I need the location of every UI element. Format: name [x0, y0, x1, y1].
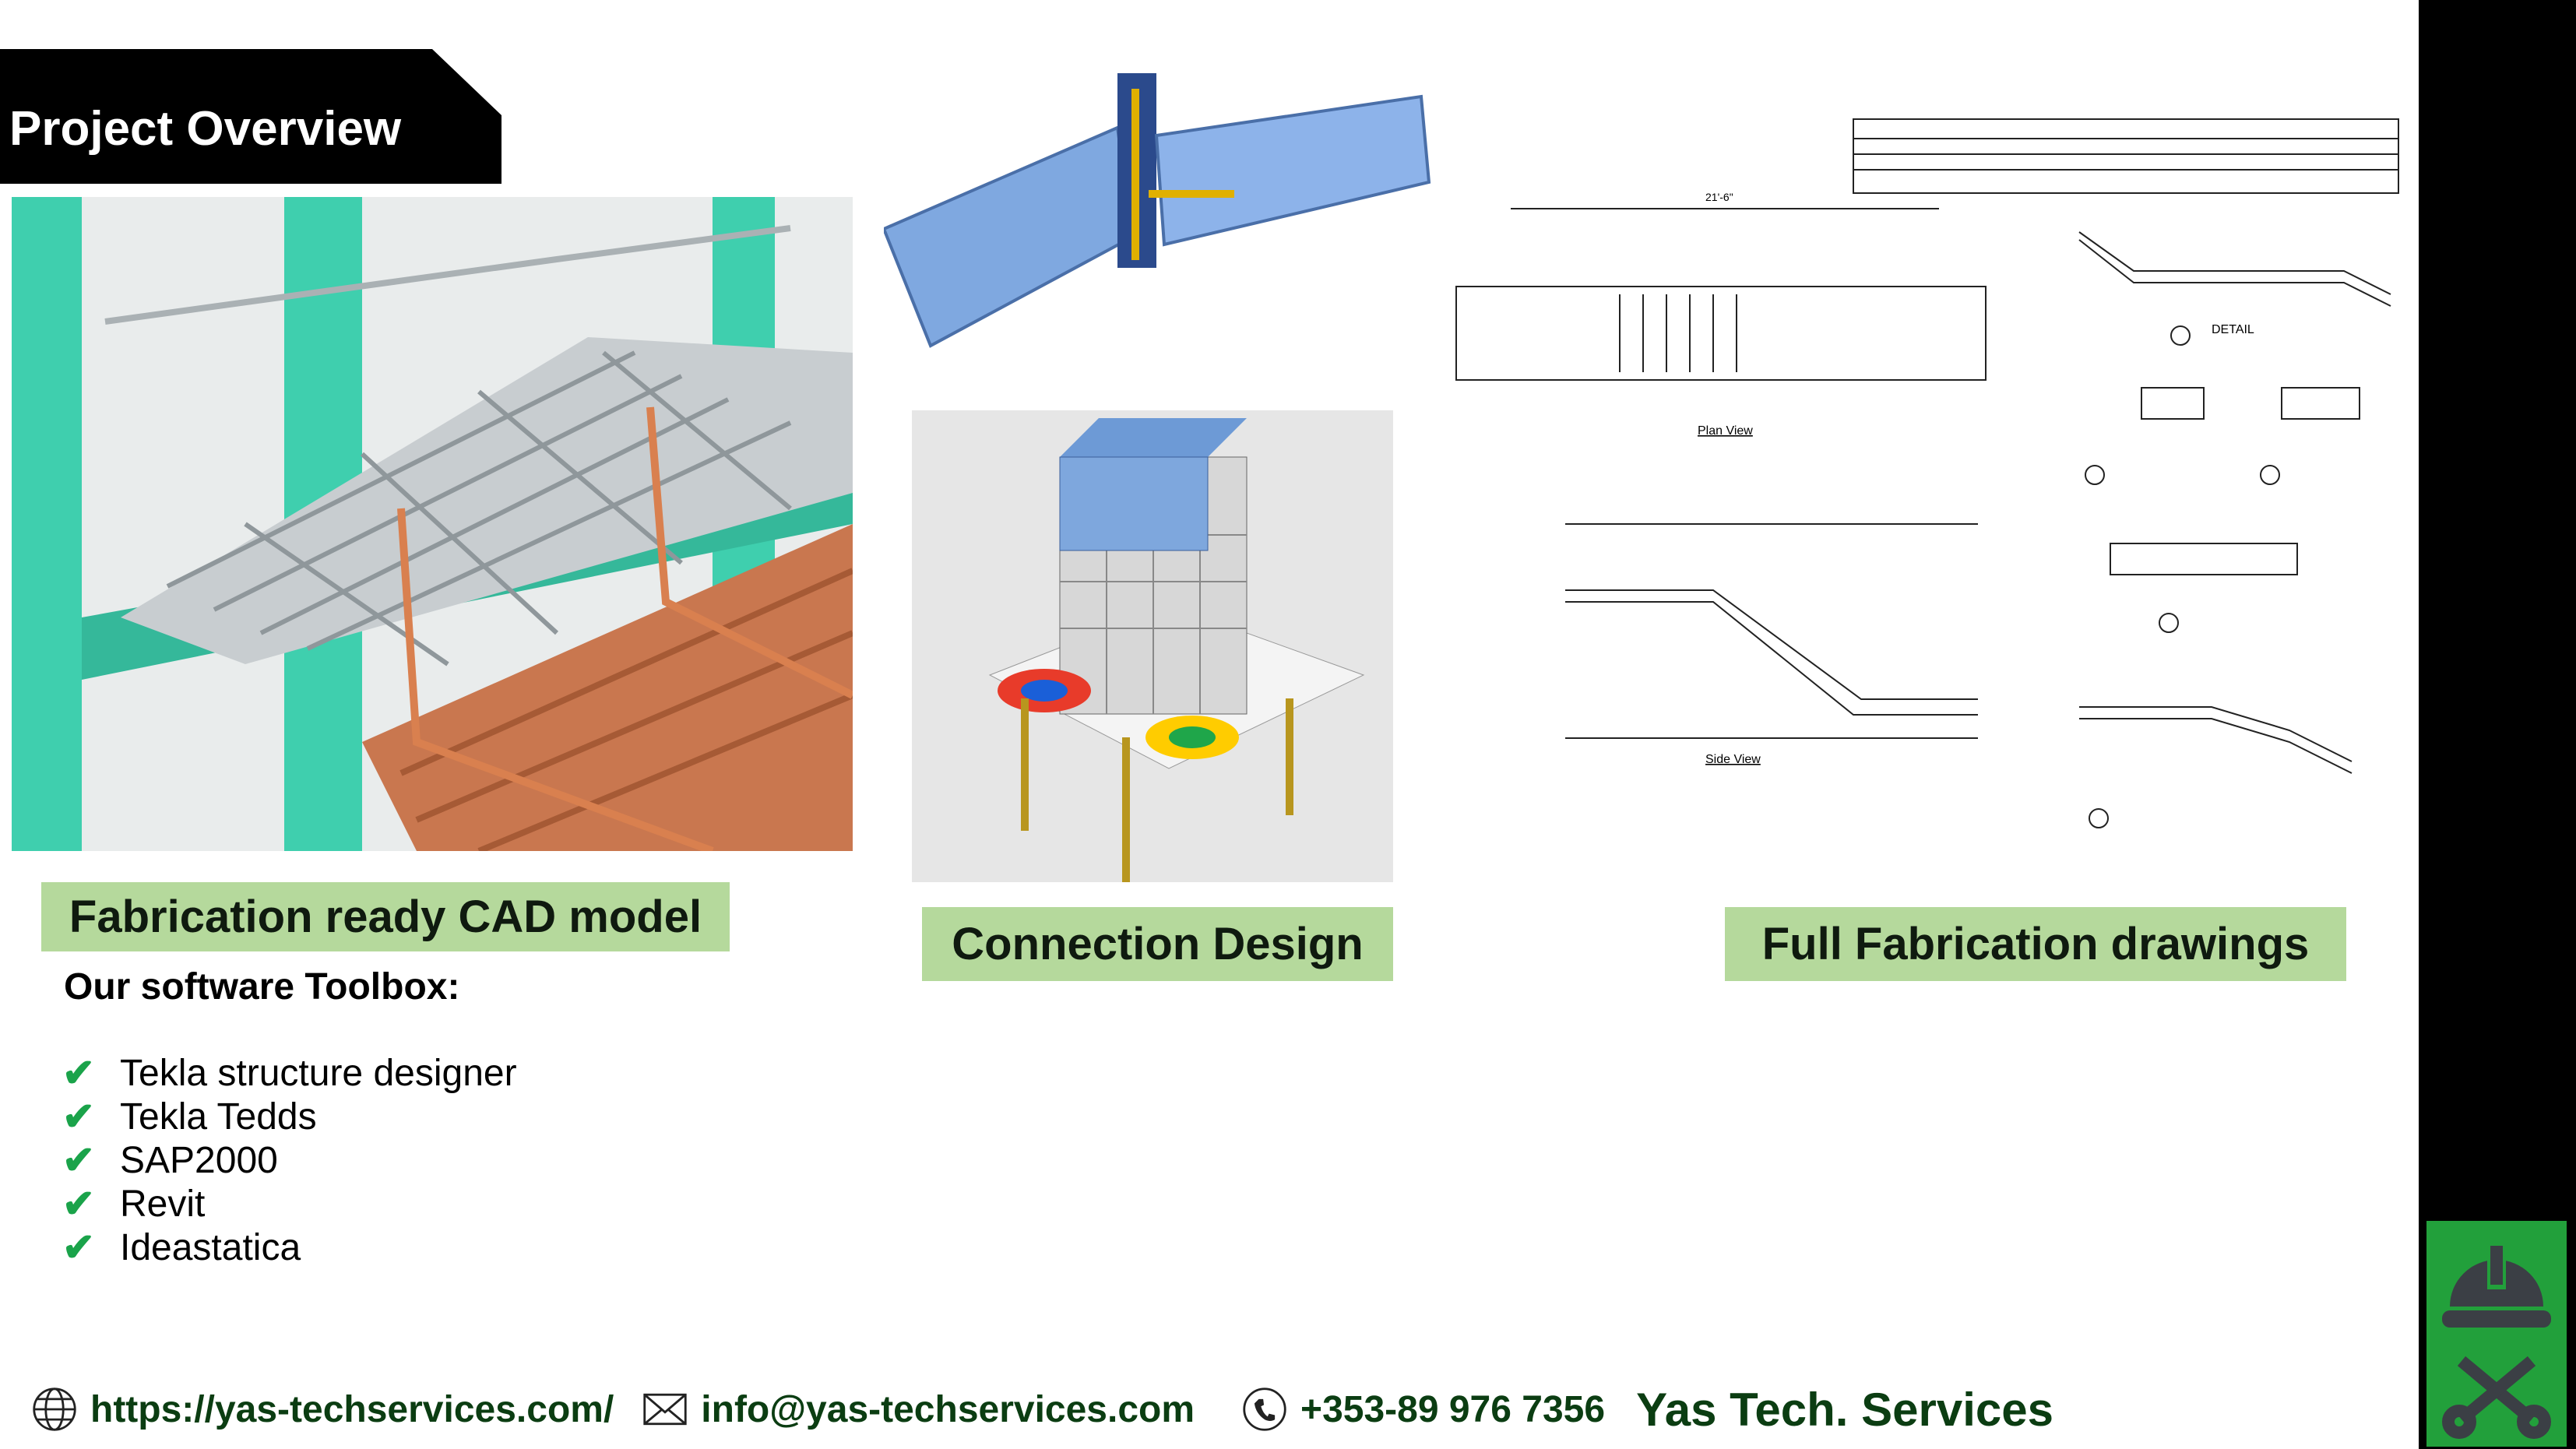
envelope-icon — [643, 1393, 687, 1426]
footer: https://yas-techservices.com/ info@yas-t… — [31, 1378, 2053, 1440]
cad-model-image — [12, 197, 853, 851]
side-view-caption: Side View — [1705, 753, 1761, 766]
dim-total: 21'-6" — [1705, 191, 1733, 203]
checkmark-icon: ✔ — [62, 1138, 95, 1182]
phone-icon — [1243, 1387, 1286, 1431]
plan-view-caption: Plan View — [1698, 424, 1753, 438]
toolbox-list: ✔Tekla structure designer ✔Tekla Tedds ✔… — [62, 1051, 517, 1269]
right-sidebar — [2419, 0, 2576, 1449]
brand-name: Yas Tech. Services — [1636, 1383, 2053, 1436]
website-link[interactable]: https://yas-techservices.com/ — [90, 1388, 614, 1430]
globe-icon — [33, 1387, 76, 1431]
page-title: Project Overview — [9, 102, 402, 156]
toolbox-title: Our software Toolbox: — [64, 966, 460, 1008]
checkmark-icon: ✔ — [62, 1226, 95, 1269]
phone-number[interactable]: +353-89 976 7356 — [1300, 1388, 1606, 1430]
checkmark-icon: ✔ — [62, 1095, 95, 1138]
connection-design-label: Connection Design — [922, 907, 1393, 981]
hardhat-wrench-logo-icon — [2426, 1221, 2567, 1447]
list-item: ✔Ideastatica — [62, 1226, 301, 1269]
beam-connection-image — [884, 73, 1431, 348]
cad-model-label: Fabrication ready CAD model — [41, 882, 730, 951]
fabrication-drawings-label: Full Fabrication drawings — [1725, 907, 2346, 981]
base-plate-fea-image — [912, 410, 1393, 882]
checkmark-icon: ✔ — [62, 1182, 95, 1226]
list-item: ✔Tekla Tedds — [62, 1095, 317, 1138]
title-banner — [0, 49, 501, 184]
list-item: ✔SAP2000 — [62, 1138, 278, 1182]
fabrication-drawings-image: 21'-6" Plan View Side View DETAIL — [1433, 115, 2402, 847]
list-item: ✔Revit — [62, 1182, 206, 1226]
list-item: ✔Tekla structure designer — [62, 1051, 517, 1095]
detail-caption: DETAIL — [2212, 323, 2254, 336]
email-link[interactable]: info@yas-techservices.com — [701, 1388, 1195, 1430]
checkmark-icon: ✔ — [62, 1051, 95, 1095]
